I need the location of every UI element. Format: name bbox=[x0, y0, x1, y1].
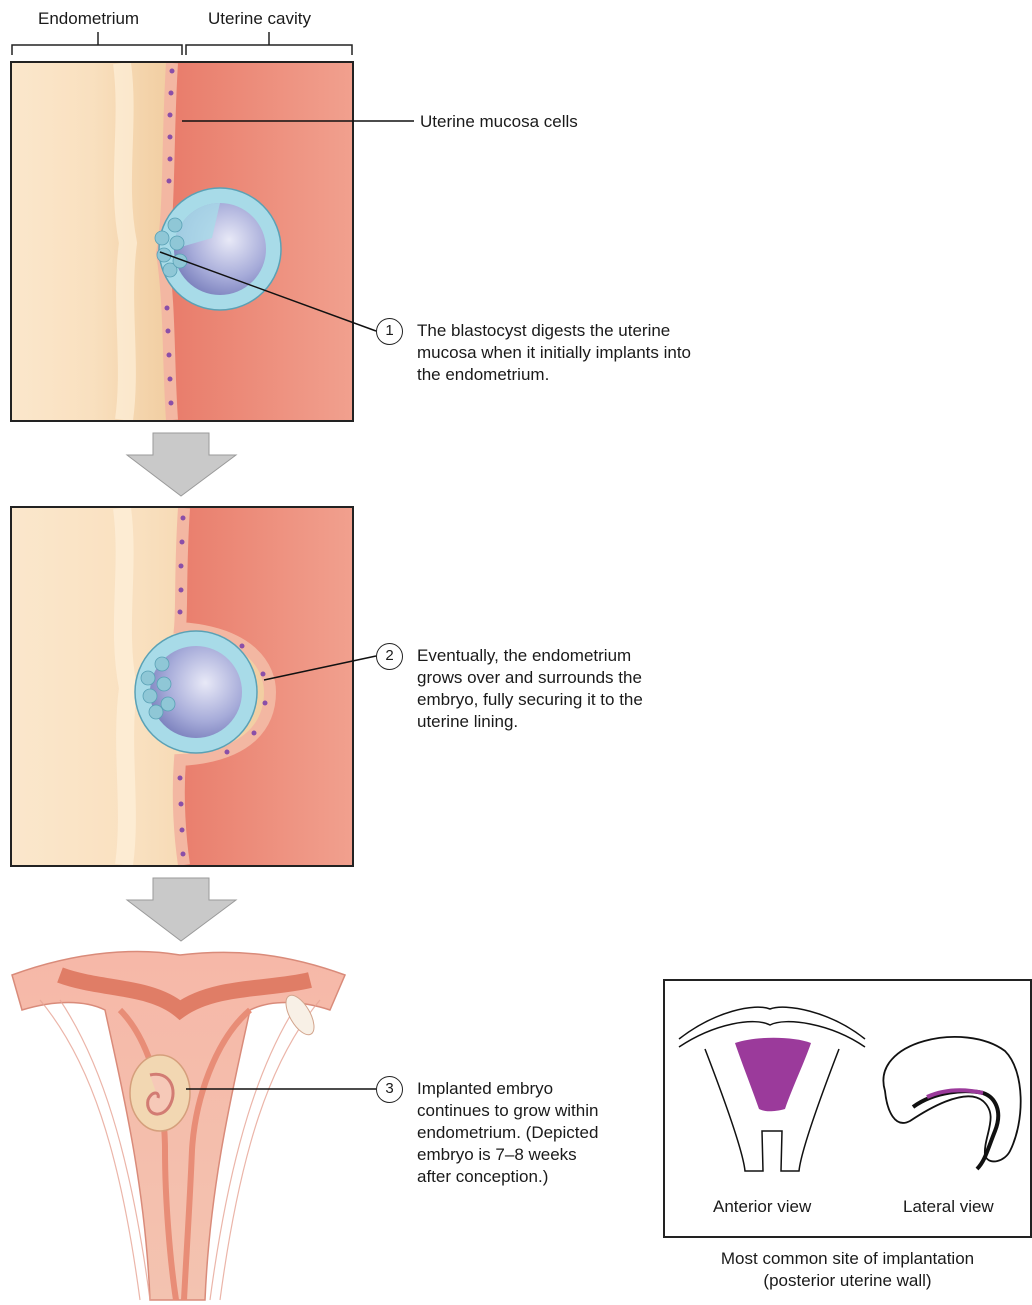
endometrium-label: Endometrium bbox=[38, 8, 139, 30]
tissue-illustration-2 bbox=[12, 508, 352, 865]
step-2-number: 2 bbox=[376, 643, 403, 670]
implantation-panel-1 bbox=[10, 61, 354, 422]
step-1-text: The blastocyst digests the uterine mucos… bbox=[417, 320, 691, 386]
uterine-cavity-bracket bbox=[186, 45, 352, 55]
step-3-number: 3 bbox=[376, 1076, 403, 1103]
embryo-sac bbox=[130, 1055, 190, 1131]
implantation-panel-2 bbox=[10, 506, 354, 867]
uterine-mucosa-cells-label: Uterine mucosa cells bbox=[420, 111, 578, 133]
arrow-2-to-3 bbox=[127, 878, 236, 941]
implantation-site-inset: Anterior view Lateral view bbox=[663, 979, 1032, 1238]
inset-caption: Most common site of implantation (poster… bbox=[663, 1248, 1032, 1292]
embryo bbox=[148, 1074, 173, 1114]
uterine-cavity-label: Uterine cavity bbox=[208, 8, 311, 30]
lateral-view-label: Lateral view bbox=[903, 1196, 994, 1218]
endometrium-bracket bbox=[12, 45, 182, 55]
step-2-text: Eventually, the endometrium grows over a… bbox=[417, 645, 643, 733]
lateral-view-diagram bbox=[883, 1037, 1020, 1169]
arrow-1-to-2 bbox=[127, 433, 236, 496]
step-3-text: Implanted embryo continues to grow withi… bbox=[417, 1078, 598, 1188]
anterior-view-diagram bbox=[679, 1007, 865, 1171]
blastocyst-2 bbox=[135, 631, 257, 753]
ovary bbox=[280, 991, 319, 1039]
step-1-number: 1 bbox=[376, 318, 403, 345]
tissue-illustration-1 bbox=[12, 63, 352, 420]
anterior-view-label: Anterior view bbox=[713, 1196, 811, 1218]
